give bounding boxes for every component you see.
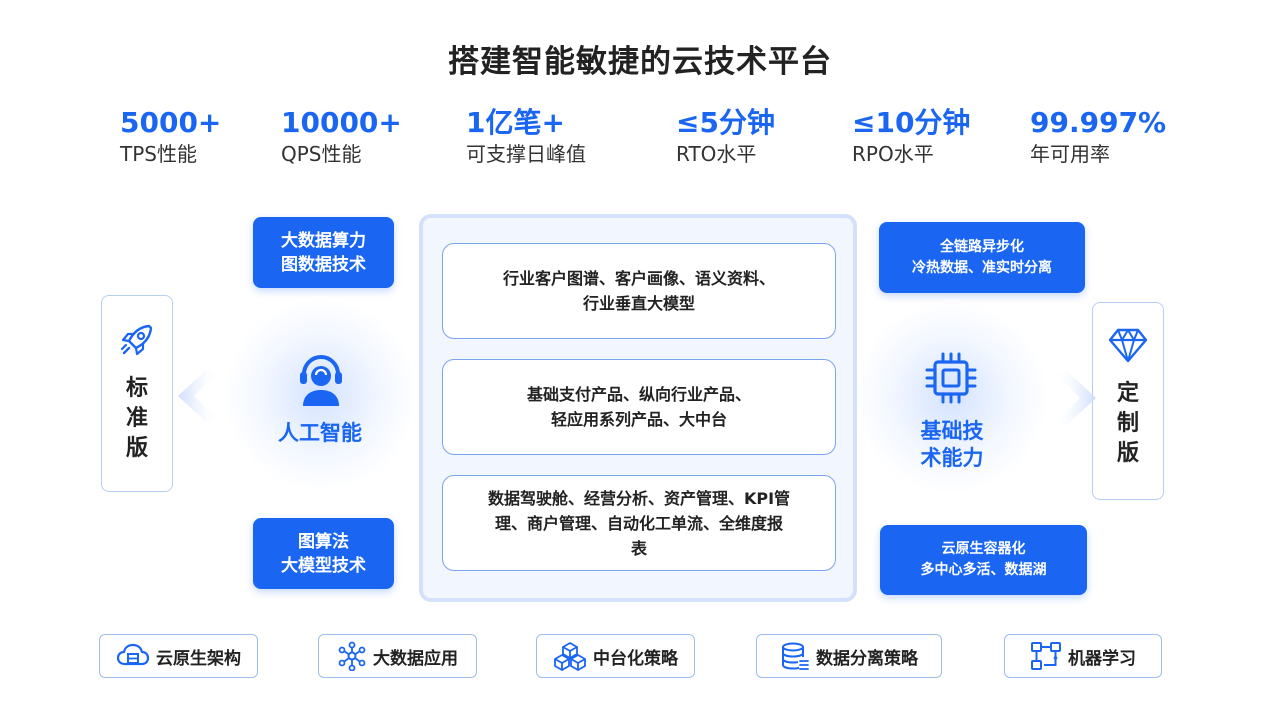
network-icon [338,641,366,671]
bottom-button-label: 大数据应用 [373,648,458,669]
bottom-button-bigdata[interactable]: 大数据应用 [318,634,477,678]
rocket-icon [120,324,153,356]
bottom-button-middle-platform[interactable]: 中台化策略 [536,634,695,678]
hub-label-infra: 基础技 术能力 [900,418,1004,472]
center-box-dashboard: 数据驾驶舱、经营分析、资产管理、KPI管 理、商户管理、自动化工单流、全维度报 … [442,475,836,571]
edition-char: 版 [1116,441,1139,466]
stat-label: 年可用率 [1030,142,1110,166]
edition-char: 版 [125,436,148,461]
card-standard-edition: 标 准 版 [101,295,173,492]
stat-value: 5000+ [120,106,222,139]
pill-async: 全链路异步化 冷热数据、准实时分离 [879,222,1085,293]
bottom-button-label: 云原生架构 [156,648,241,669]
stat-value: 10000+ [281,106,402,139]
chevron-left-icon [178,370,220,422]
center-box-industry: 行业客户图谱、客户画像、语义资料、 行业垂直大模型 [442,243,836,339]
bottom-button-cloud-native[interactable]: 云原生架构 [99,634,258,678]
pill-line: 图算法 [298,531,349,552]
stat-tps: 5000+ TPS性能 [120,106,221,168]
pill-line: 大模型技术 [281,555,366,576]
pill-line: 多中心多活、数据湖 [920,562,1047,578]
stat-value: 1亿笔+ [466,106,565,139]
edition-char: 制 [1116,411,1139,436]
stat-value: 99.997% [1030,106,1167,139]
center-box-line: 基础支付产品、纵向行业产品、 [526,385,751,404]
center-box-products: 基础支付产品、纵向行业产品、 轻应用系列产品、大中台 [442,359,836,455]
stat-label: 可支撑日峰值 [466,142,586,166]
stat-daily-peak: 1亿笔+ 可支撑日峰值 [466,106,586,168]
edition-char: 准 [125,406,148,431]
bottom-button-label: 中台化策略 [593,648,678,669]
pill-line: 云原生容器化 [941,541,1026,557]
pill-line: 图数据技术 [281,254,366,275]
headset-person-icon [300,355,342,406]
stat-label: RTO水平 [676,142,757,166]
center-box-line: 轻应用系列产品、大中台 [550,410,727,429]
pill-graph-algorithm: 图算法 大模型技术 [253,518,394,589]
diamond-icon [1108,328,1148,363]
stat-label: QPS性能 [281,142,362,166]
stat-value: ≤5分钟 [676,106,775,139]
database-icon [782,642,809,670]
hub-label-line: 基础技 [920,419,984,443]
center-box-line: 行业垂直大模型 [582,294,695,313]
stat-label: RPO水平 [852,142,934,166]
cloud-icon [116,643,150,666]
stat-value: ≤10分钟 [852,106,971,139]
stat-label: TPS性能 [120,142,197,166]
hub-label-ai: 人工智能 [278,421,362,445]
cubes-icon [554,642,586,671]
bottom-button-label: 数据分离策略 [816,648,918,669]
pill-bigdata-compute: 大数据算力 图数据技术 [253,217,394,288]
edition-char: 定 [1116,381,1139,406]
page-title: 搭建智能敏捷的云技术平台 [448,44,832,80]
stat-rto: ≤5分钟 RTO水平 [676,106,775,168]
card-custom-edition: 定 制 版 [1092,302,1164,500]
bottom-button-data-separation[interactable]: 数据分离策略 [756,634,942,678]
pill-line: 大数据算力 [281,230,366,251]
chevron-right-icon [1054,372,1096,424]
chip-icon [925,352,977,404]
stat-qps: 10000+ QPS性能 [281,106,402,168]
center-box-line: 行业客户图谱、客户画像、语义资料、 [502,269,775,288]
hub-label-line: 术能力 [920,446,984,470]
pill-line: 冷热数据、准实时分离 [912,259,1052,276]
edition-char: 标 [125,376,148,401]
bottom-button-machine-learning[interactable]: 机器学习 [1004,634,1162,678]
center-box-line: 数据驾驶舱、经营分析、资产管理、KPI管 [487,488,791,508]
stat-rpo: ≤10分钟 RPO水平 [852,106,970,168]
bottom-button-label: 机器学习 [1068,648,1136,669]
center-box-line: 理、商户管理、自动化工单流、全维度报 [494,513,783,533]
stat-availability: 99.997% 年可用率 [1030,106,1166,168]
flow-icon [1031,642,1061,670]
pill-line: 全链路异步化 [940,238,1024,255]
pill-cloud-native: 云原生容器化 多中心多活、数据湖 [880,525,1087,595]
center-box-line: 表 [630,538,647,558]
